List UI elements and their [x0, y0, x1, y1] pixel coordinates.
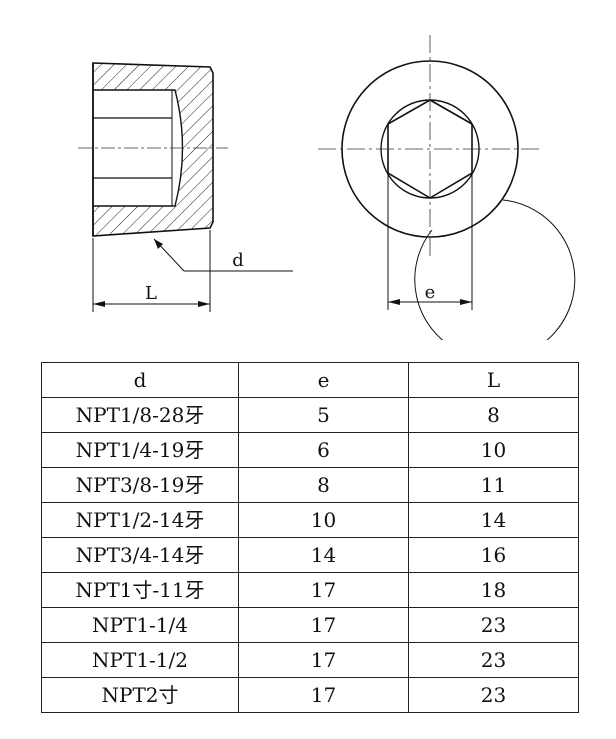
cell-d: NPT3/8-19牙: [41, 467, 239, 503]
table-row: NPT1-1/4 17 23: [41, 607, 579, 643]
technical-drawing: d L e: [78, 35, 576, 340]
size-table: d e L NPT1/8-28牙 5 8 NPT1/4-19牙 6 10 NPT…: [41, 362, 579, 713]
side-section-view: d L: [78, 62, 293, 312]
cell-l: 11: [408, 467, 579, 503]
hex-dimension-label: e: [425, 282, 436, 303]
section-hatching: [93, 63, 213, 236]
cell-e: 17: [238, 572, 409, 608]
cell-d: NPT1寸-11牙: [41, 572, 239, 608]
table-row: NPT3/4-14牙 14 16: [41, 537, 579, 573]
header-d: d: [41, 362, 239, 398]
cell-l: 23: [408, 677, 579, 713]
table-row: NPT1/4-19牙 6 10: [41, 432, 579, 468]
cell-d: NPT2寸: [41, 677, 239, 713]
cell-d: NPT1/8-28牙: [41, 397, 239, 433]
table-row: NPT1寸-11牙 17 18: [41, 572, 579, 608]
cell-d: NPT1-1/2: [41, 642, 239, 678]
thread-arc: [414, 199, 576, 340]
table-row: NPT1/8-28牙 5 8: [41, 397, 579, 433]
table-row: NPT1-1/2 17 23: [41, 642, 579, 678]
cell-e: 14: [238, 537, 409, 573]
cell-l: 23: [408, 607, 579, 643]
cell-l: 8: [408, 397, 579, 433]
cell-e: 17: [238, 677, 409, 713]
cell-e: 5: [238, 397, 409, 433]
cell-e: 17: [238, 607, 409, 643]
cell-d: NPT1/2-14牙: [41, 502, 239, 538]
table-row: NPT3/8-19牙 8 11: [41, 467, 579, 503]
length-dimension-label: L: [145, 283, 157, 304]
table-row: NPT2寸 17 23: [41, 677, 579, 713]
header-l: L: [408, 362, 579, 398]
cell-e: 8: [238, 467, 409, 503]
cell-l: 14: [408, 502, 579, 538]
cell-d: NPT1/4-19牙: [41, 432, 239, 468]
front-view: e: [318, 35, 576, 340]
header-e: e: [238, 362, 409, 398]
cell-l: 18: [408, 572, 579, 608]
cell-e: 10: [238, 502, 409, 538]
cell-l: 23: [408, 642, 579, 678]
cell-e: 17: [238, 642, 409, 678]
cell-l: 16: [408, 537, 579, 573]
table-header-row: d e L: [41, 362, 579, 398]
cell-d: NPT3/4-14牙: [41, 537, 239, 573]
cell-l: 10: [408, 432, 579, 468]
cell-e: 6: [238, 432, 409, 468]
table-row: NPT1/2-14牙 10 14: [41, 502, 579, 538]
thread-dimension-label: d: [232, 250, 244, 271]
cell-d: NPT1-1/4: [41, 607, 239, 643]
